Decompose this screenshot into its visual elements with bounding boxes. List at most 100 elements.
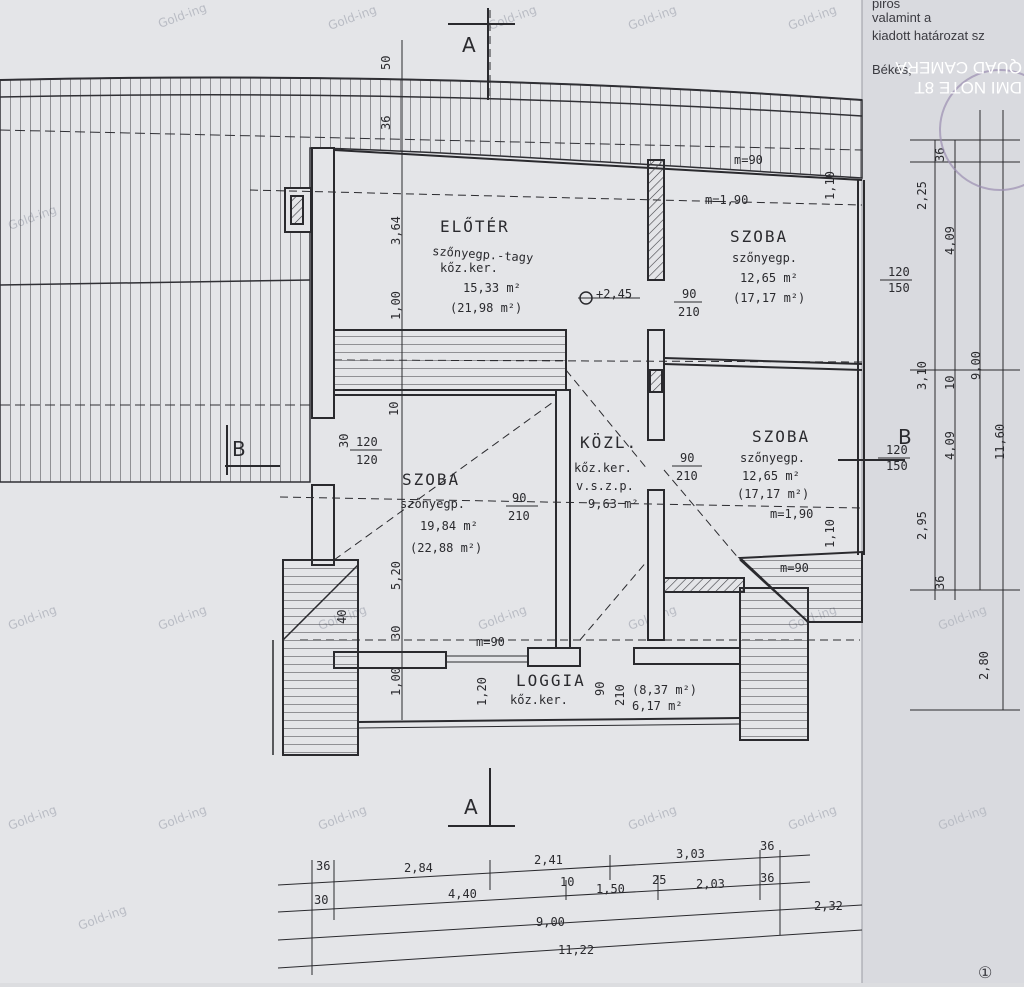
svg-text:DMI NOTE 8T: DMI NOTE 8T	[914, 78, 1022, 97]
svg-text:50: 50	[379, 56, 393, 70]
svg-text:1,50: 1,50	[596, 882, 625, 896]
section-b-left: B	[232, 437, 246, 461]
camera-watermark: QUAD CAMERA DMI NOTE 8T	[895, 58, 1022, 97]
room-area-net: 12,65 m²	[740, 271, 798, 285]
room-floor: szőnyegp.	[400, 497, 465, 511]
room-name: KÖZL.	[580, 433, 638, 452]
svg-text:36: 36	[933, 576, 947, 590]
room-area-gross: (21,98 m²)	[450, 301, 522, 315]
room-area-net: 9,63 m²	[588, 497, 639, 511]
svg-text:m=1,90: m=1,90	[705, 193, 748, 207]
svg-text:1,20: 1,20	[475, 677, 489, 706]
svg-text:10: 10	[943, 376, 957, 390]
svg-text:piros: piros	[872, 0, 901, 11]
svg-text:3,10: 3,10	[915, 361, 929, 390]
svg-text:2,25: 2,25	[915, 181, 929, 210]
external-stairs	[272, 550, 863, 756]
svg-text:m=90: m=90	[476, 635, 505, 649]
section-markers: A A B B	[225, 8, 912, 827]
dims-right	[910, 110, 1020, 711]
svg-text:2,32: 2,32	[814, 899, 843, 913]
svg-text:+2,45: +2,45	[596, 287, 632, 301]
room-name: SZOBA	[402, 470, 460, 489]
paper-right-page	[862, 0, 1024, 983]
room-name: SZOBA	[730, 227, 788, 246]
svg-text:90: 90	[680, 451, 694, 465]
svg-text:210: 210	[676, 469, 698, 483]
section-b-right: B	[898, 425, 912, 449]
svg-text:36: 36	[760, 871, 774, 885]
dims-left: 50 36 3,64 1,00 10 5,20 30 1,00 1,20 30 …	[335, 40, 627, 720]
room-name: LOGGIA	[516, 671, 586, 690]
svg-text:2,03: 2,03	[696, 877, 725, 891]
svg-text:4,40: 4,40	[448, 887, 477, 901]
svg-text:9,00: 9,00	[536, 915, 565, 929]
room-szoba-ne: SZOBA szőnyegp. 12,65 m² (17,17 m²)	[730, 227, 805, 305]
svg-text:Békés,: Békés,	[872, 62, 912, 77]
room-heating: kőz.ker.	[574, 461, 632, 475]
roof-hatching	[0, 76, 863, 483]
svg-text:120: 120	[888, 265, 910, 279]
svg-text:2,95: 2,95	[915, 511, 929, 540]
svg-text:120: 120	[356, 435, 378, 449]
room-heating: kőz.ker.	[510, 693, 568, 707]
svg-text:120: 120	[886, 443, 908, 457]
svg-text:2,80: 2,80	[977, 651, 991, 680]
room-szoba-w: SZOBA szőnyegp. 19,84 m² (22,88 m²)	[400, 470, 482, 555]
room-floor: szőnyegp.	[740, 451, 805, 465]
svg-text:210: 210	[613, 684, 627, 706]
dims-right-labels: 36 2,25 4,09 3,10 10 9,00 4,09 11,60 2,9…	[823, 148, 1007, 680]
room-name: SZOBA	[752, 427, 810, 446]
svg-text:QUAD CAMERA: QUAD CAMERA	[895, 58, 1022, 77]
room-area-gross: 6,17 m²	[632, 699, 683, 713]
room-area-net: (8,37 m²)	[632, 683, 697, 697]
svg-text:3,03: 3,03	[676, 847, 705, 861]
svg-text:90: 90	[593, 682, 607, 696]
svg-text:11,60: 11,60	[993, 424, 1007, 460]
room-loggia: LOGGIA kőz.ker. (8,37 m²) 6,17 m²	[510, 671, 697, 713]
room-area-gross: (17,17 m²)	[737, 487, 809, 501]
room-floor: v.s.z.p.	[576, 479, 634, 493]
section-a-bottom: A	[464, 795, 478, 819]
svg-text:3,64: 3,64	[389, 216, 403, 245]
construction-lines	[249, 10, 863, 820]
svg-text:36: 36	[379, 116, 393, 130]
svg-text:40: 40	[335, 610, 349, 624]
room-area-net: 15,33 m²	[463, 281, 521, 295]
section-a-top: A	[462, 33, 476, 57]
svg-text:30: 30	[314, 893, 328, 907]
svg-text:9,00: 9,00	[969, 351, 983, 380]
svg-text:1,10: 1,10	[823, 171, 837, 200]
svg-text:1,00: 1,00	[389, 291, 403, 320]
svg-text:1,10: 1,10	[823, 519, 837, 548]
svg-text:210: 210	[508, 509, 530, 523]
svg-text:10: 10	[560, 875, 574, 889]
walls	[284, 147, 865, 729]
room-area-net: 12,65 m²	[742, 469, 800, 483]
svg-text:150: 150	[886, 459, 908, 473]
page-mark: ①	[978, 963, 992, 982]
svg-text:150: 150	[888, 281, 910, 295]
svg-text:90: 90	[512, 491, 526, 505]
room-szoba-e: SZOBA szőnyegp. 12,65 m² (17,17 m²)	[737, 427, 810, 501]
room-area-net: 19,84 m²	[420, 519, 478, 533]
opening-labels: 90 210 90 210 90 210 120 150 120 150 120…	[350, 153, 912, 649]
room-area-gross: (17,17 m²)	[733, 291, 805, 305]
level-mark: +2,45	[578, 287, 640, 305]
svg-text:10: 10	[387, 402, 401, 416]
svg-text:1,00: 1,00	[389, 667, 403, 696]
svg-text:2,41: 2,41	[534, 853, 563, 867]
round-seal	[939, 69, 1024, 191]
svg-text:25: 25	[652, 873, 666, 887]
dims-bottom-labels: 36 2,84 2,41 3,03 36 30 4,40 10 1,50 25 …	[314, 839, 843, 957]
svg-text:2,84: 2,84	[404, 861, 433, 875]
svg-text:4,09: 4,09	[943, 431, 957, 460]
svg-text:36: 36	[760, 839, 774, 853]
svg-text:11,22: 11,22	[558, 943, 594, 957]
svg-text:30: 30	[389, 626, 403, 640]
svg-text:36: 36	[316, 859, 330, 873]
dims-bottom	[277, 850, 863, 975]
approval-stamp: piros valamint a kiadott határozat sz Bé…	[872, 0, 1024, 191]
